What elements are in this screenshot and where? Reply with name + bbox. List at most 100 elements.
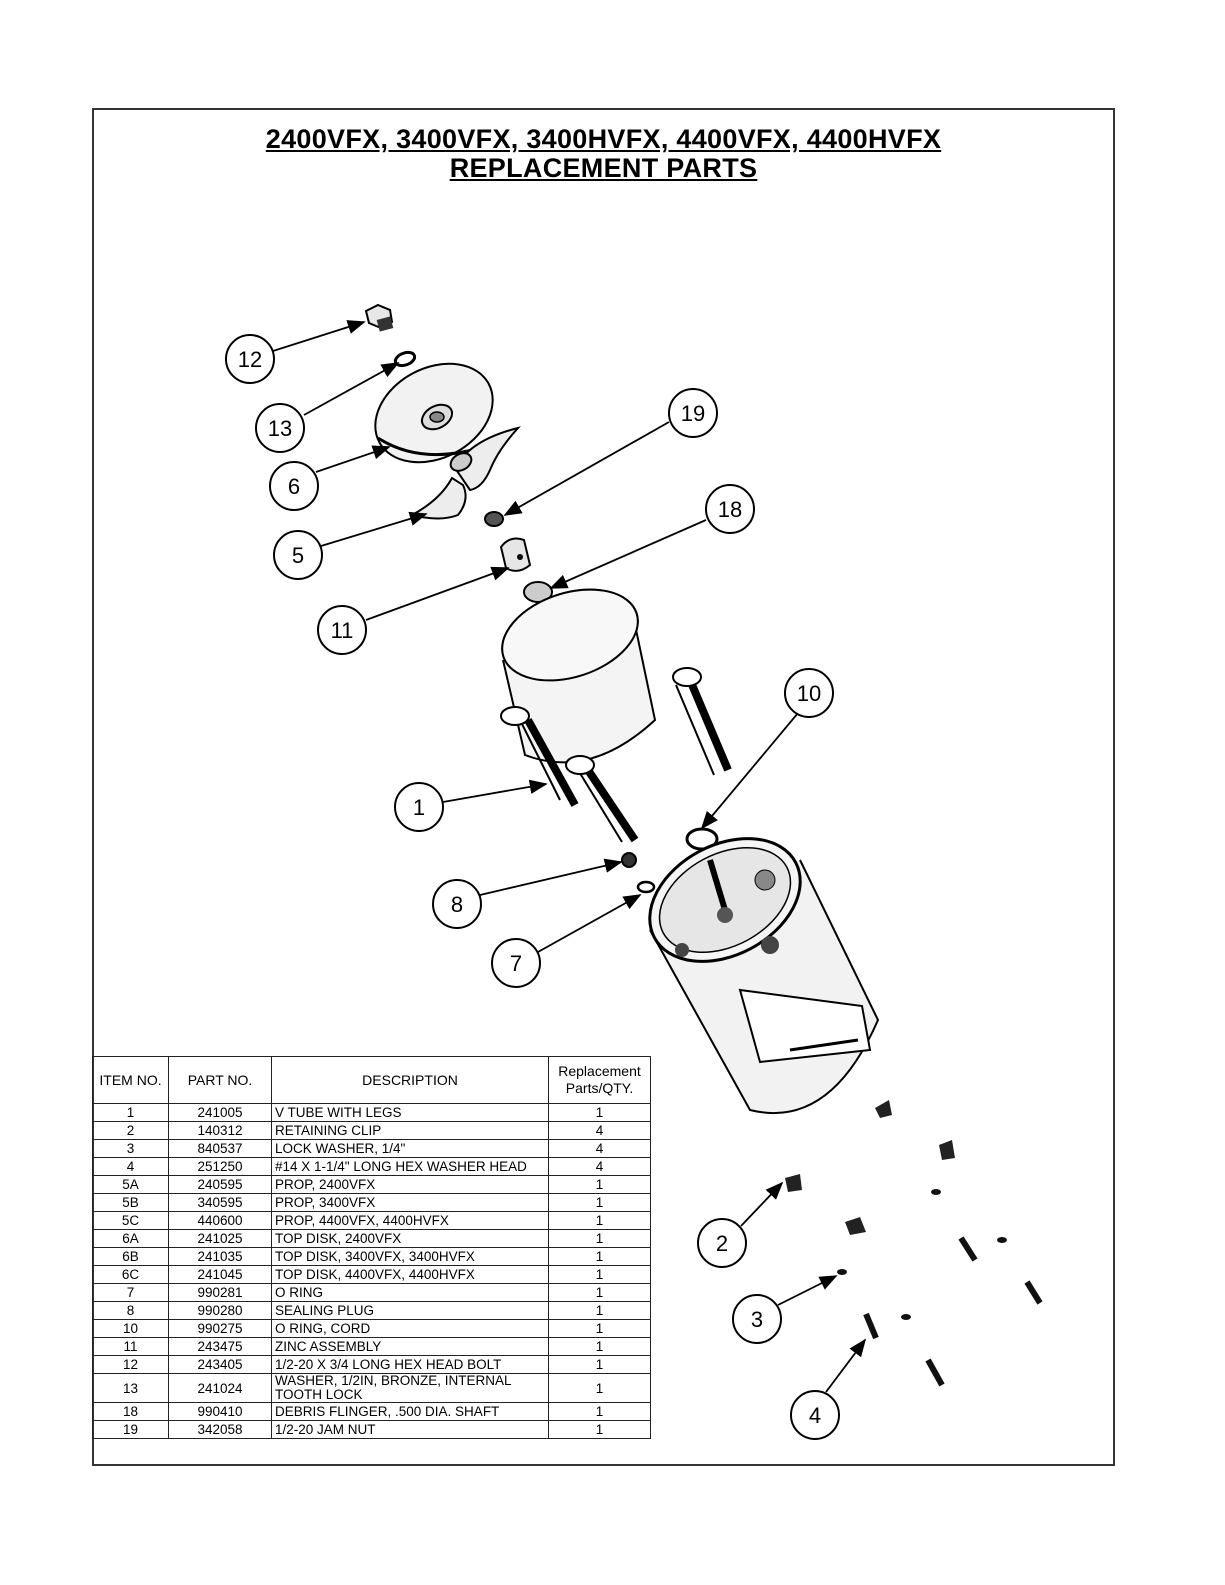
header-qty-line1: Replacement xyxy=(558,1063,641,1079)
item-no-cell: 13 xyxy=(92,1373,169,1403)
header-qty-line2: Parts/QTY. xyxy=(565,1080,634,1096)
part-no-cell: 990410 xyxy=(168,1402,272,1421)
header-replacement-qty: Replacement Parts/QTY. xyxy=(548,1056,651,1104)
qty-cell: 1 xyxy=(548,1355,651,1374)
zinc-assembly-part xyxy=(499,537,532,572)
qty-cell: 4 xyxy=(548,1157,651,1176)
o-ring-part xyxy=(636,880,656,894)
callout-1: 1 xyxy=(413,795,425,820)
item-no-cell: 2 xyxy=(92,1121,169,1140)
item-no-cell: 5A xyxy=(92,1175,169,1194)
item-no-cell: 6B xyxy=(92,1247,169,1266)
motor-housing xyxy=(648,837,880,1115)
qty-cell: 1 xyxy=(548,1301,651,1320)
callout-4: 4 xyxy=(809,1403,821,1428)
item-no-cell: 1 xyxy=(92,1103,169,1122)
top-disk-part xyxy=(374,362,494,464)
qty-cell: 1 xyxy=(548,1319,651,1338)
callout-11: 11 xyxy=(331,618,354,643)
description-cell: DEBRIS FLINGER, .500 DIA. SHAFT xyxy=(271,1402,549,1421)
qty-cell: 1 xyxy=(548,1103,651,1122)
v-tube-part xyxy=(500,588,732,843)
qty-cell: 1 xyxy=(548,1265,651,1284)
parts-table: ITEM NO. PART NO. DESCRIPTION Replacemen… xyxy=(92,1056,651,1439)
item-no-cell: 19 xyxy=(92,1420,169,1439)
hex-bolt-part xyxy=(364,303,394,332)
part-no-cell: 243405 xyxy=(168,1355,272,1374)
qty-cell: 1 xyxy=(548,1420,651,1439)
prop-part xyxy=(409,426,521,520)
qty-cell: 1 xyxy=(548,1193,651,1212)
callout-18: 18 xyxy=(718,497,742,522)
part-no-cell: 240595 xyxy=(168,1175,272,1194)
part-no-cell: 241024 xyxy=(168,1373,272,1403)
description-cell: ZINC ASSEMBLY xyxy=(271,1337,549,1356)
header-item-no: ITEM NO. xyxy=(92,1056,169,1104)
callout-5: 5 xyxy=(292,543,304,568)
qty-cell: 1 xyxy=(548,1175,651,1194)
parts-table-header: ITEM NO. PART NO. DESCRIPTION Replacemen… xyxy=(92,1056,651,1104)
description-cell: WASHER, 1/2IN, BRONZE, INTERNAL TOOTH LO… xyxy=(271,1373,549,1403)
qty-cell: 1 xyxy=(548,1373,651,1403)
part-no-cell: 440600 xyxy=(168,1211,272,1230)
callout-13: 13 xyxy=(268,416,292,441)
item-no-cell: 11 xyxy=(92,1337,169,1356)
item-no-cell: 6A xyxy=(92,1229,169,1248)
jam-nut-part xyxy=(484,511,504,527)
callout-numbers: 12 13 6 5 19 18 11 10 1 8 7 2 3 4 xyxy=(238,347,821,1428)
leader-lines xyxy=(272,320,867,1393)
description-cell: TOP DISK, 3400VFX, 3400HVFX xyxy=(271,1247,549,1266)
description-cell: O RING, CORD xyxy=(271,1319,549,1338)
drawing-border xyxy=(92,108,1115,1466)
description-cell: PROP, 2400VFX xyxy=(271,1175,549,1194)
callout-7: 7 xyxy=(510,951,522,976)
item-no-cell: 5B xyxy=(92,1193,169,1212)
item-no-cell: 8 xyxy=(92,1301,169,1320)
qty-cell: 4 xyxy=(548,1139,651,1158)
part-no-cell: 840537 xyxy=(168,1139,272,1158)
description-cell: #14 X 1-1/4" LONG HEX WASHER HEAD xyxy=(271,1157,549,1176)
description-cell: TOP DISK, 2400VFX xyxy=(271,1229,549,1248)
drawing-subtitle: REPLACEMENT PARTS xyxy=(449,153,758,183)
item-no-cell: 10 xyxy=(92,1319,169,1338)
callout-3: 3 xyxy=(751,1307,763,1332)
description-cell: RETAINING CLIP xyxy=(271,1121,549,1140)
part-no-cell: 251250 xyxy=(168,1157,272,1176)
description-cell: PROP, 4400VFX, 4400HVFX xyxy=(271,1211,549,1230)
description-cell: 1/2-20 JAM NUT xyxy=(271,1420,549,1439)
header-part-no: PART NO. xyxy=(168,1056,272,1104)
description-cell: V TUBE WITH LEGS xyxy=(271,1103,549,1122)
callout-19: 19 xyxy=(681,401,705,426)
description-cell: TOP DISK, 4400VFX, 4400HVFX xyxy=(271,1265,549,1284)
qty-cell: 1 xyxy=(548,1337,651,1356)
part-no-cell: 340595 xyxy=(168,1193,272,1212)
part-no-cell: 990275 xyxy=(168,1319,272,1338)
qty-cell: 1 xyxy=(548,1247,651,1266)
item-no-cell: 3 xyxy=(92,1139,169,1158)
description-cell: LOCK WASHER, 1/4" xyxy=(271,1139,549,1158)
callout-10: 10 xyxy=(797,681,821,706)
qty-cell: 1 xyxy=(548,1402,651,1421)
item-no-cell: 4 xyxy=(92,1157,169,1176)
part-no-cell: 241025 xyxy=(168,1229,272,1248)
clips-washers-screws xyxy=(785,1100,1043,1387)
sealing-plug-part xyxy=(621,852,637,868)
item-no-cell: 18 xyxy=(92,1402,169,1421)
description-cell: O RING xyxy=(271,1283,549,1302)
callout-2: 2 xyxy=(716,1231,728,1256)
